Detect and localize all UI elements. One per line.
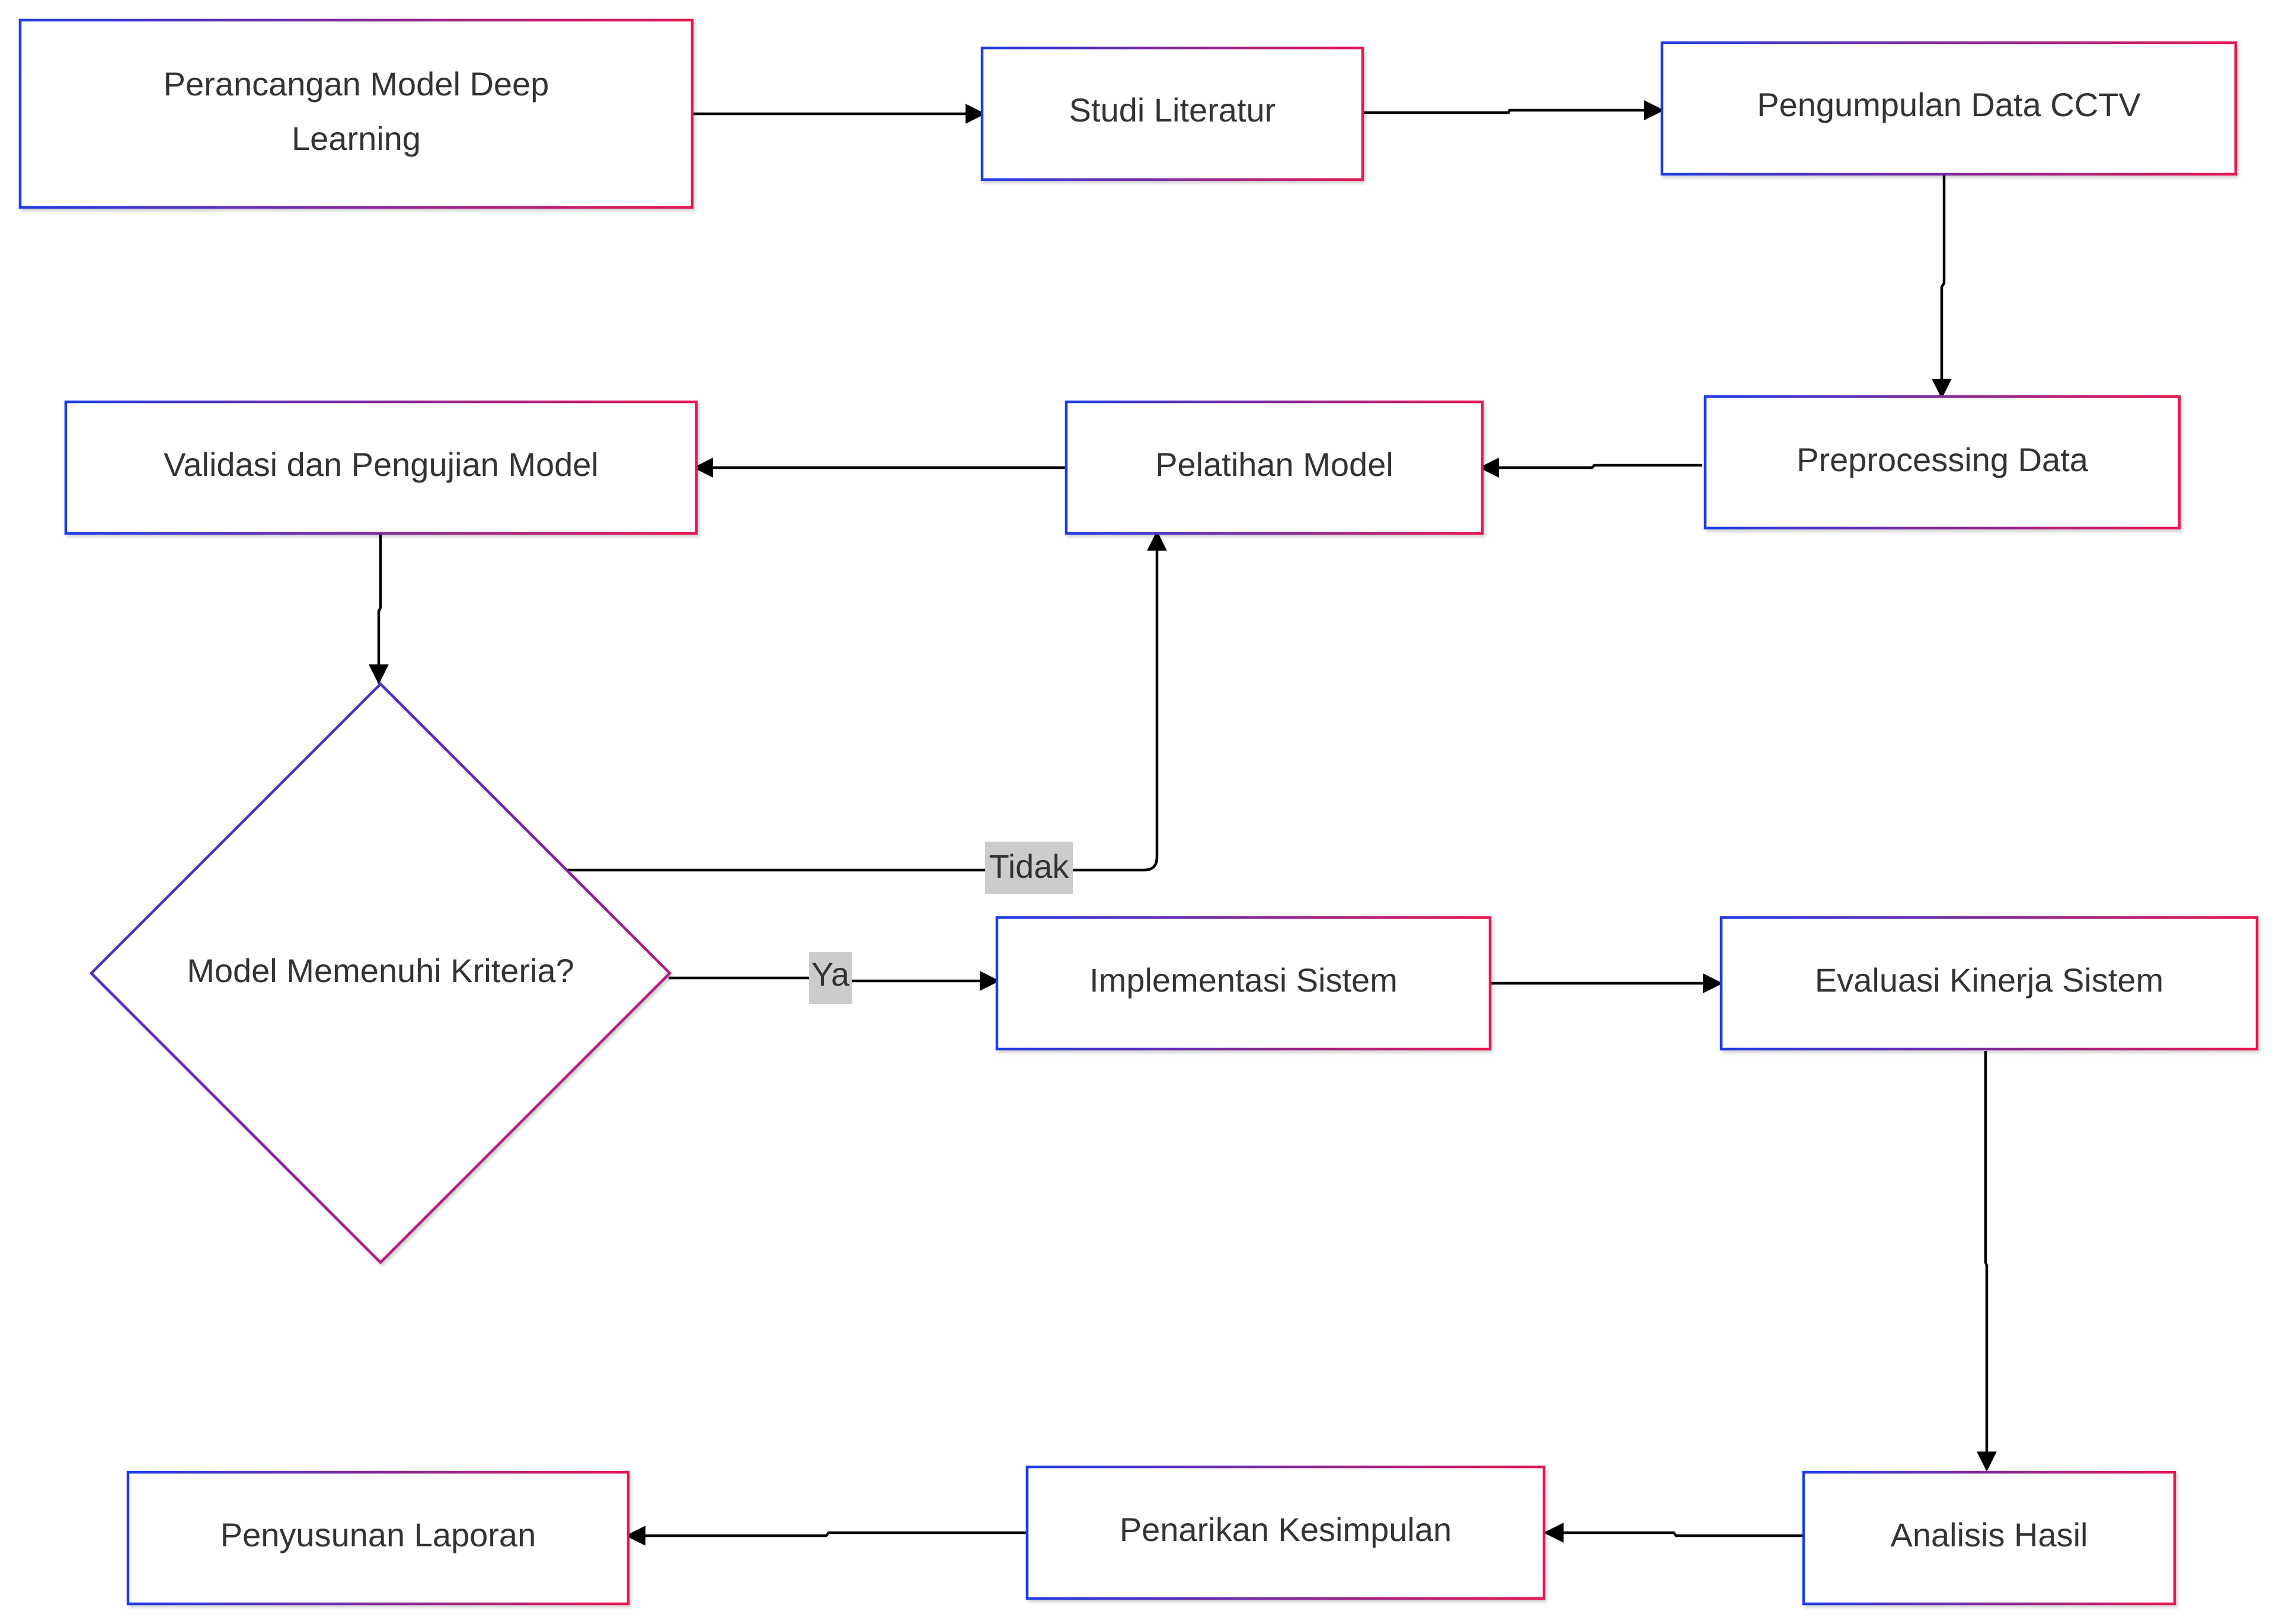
node-keputusan[interactable]: Model Memenuhi Kriteria? [89, 682, 672, 1265]
node-pelatihan[interactable]: Pelatihan Model [1065, 400, 1484, 535]
node-pelatihan-box [1065, 400, 1484, 535]
node-studi-label: Studi Literatur [1069, 91, 1276, 129]
node-preprocessing-box [1703, 395, 2181, 530]
node-penyusunan-box [126, 1470, 630, 1606]
node-perancangan-label-line1: Perancangan Model Deep [164, 65, 549, 103]
edge-keputusan-to-pelatihan [564, 530, 1167, 872]
edges [369, 100, 1997, 1546]
node-perancangan-box [18, 18, 694, 209]
edge-penarikan-to-penyusunan [625, 1526, 1027, 1546]
node-penarikan[interactable]: Penarikan Kesimpulan [1025, 1465, 1546, 1600]
node-studi-box [980, 46, 1364, 181]
node-validasi[interactable]: Validasi dan Pengujian Model [64, 400, 698, 535]
node-implementasi[interactable]: Implementasi Sistem [995, 916, 1492, 1051]
node-keputusan-label: Model Memenuhi Kriteria? [187, 952, 574, 989]
node-evaluasi[interactable]: Evaluasi Kinerja Sistem [1719, 916, 2259, 1051]
edge-label-ya: Ya [809, 952, 852, 1004]
node-penarikan-box [1025, 1465, 1546, 1600]
node-implementasi-label: Implementasi Sistem [1089, 961, 1398, 999]
edge-pengumpulan-to-preprocessing [1932, 175, 1952, 399]
node-penyusunan[interactable]: Penyusunan Laporan [126, 1470, 630, 1606]
node-pengumpulan[interactable]: Pengumpulan Data CCTV [1660, 41, 2237, 176]
node-studi[interactable]: Studi Literatur [980, 46, 1364, 181]
node-analisis-box [1802, 1470, 2176, 1606]
edge-preprocessing-to-pelatihan [1479, 458, 1702, 478]
node-keputusan-diamond [89, 682, 672, 1265]
edge-label-tidak-text: Tidak [989, 848, 1070, 885]
node-validasi-label: Validasi dan Pengujian Model [164, 446, 599, 483]
edge-label-ya-text: Ya [811, 955, 850, 993]
node-preprocessing[interactable]: Preprocessing Data [1703, 395, 2181, 530]
edge-validasi-to-keputusan [369, 535, 389, 685]
edge-analisis-to-penarikan [1543, 1523, 1804, 1543]
edge-evaluasi-to-analisis [1977, 1051, 1997, 1472]
node-perancangan-label-line2: Learning [292, 120, 421, 157]
node-perancangan[interactable]: Perancangan Model Deep Learning [18, 18, 694, 209]
node-validasi-box [64, 400, 698, 535]
edge-label-tidak-background [985, 842, 1073, 894]
node-analisis[interactable]: Analisis Hasil [1802, 1470, 2176, 1606]
node-pengumpulan-label: Pengumpulan Data CCTV [1757, 86, 2141, 123]
node-analisis-label: Analisis Hasil [1891, 1516, 2088, 1553]
edge-label-ya-background [809, 952, 852, 1004]
node-evaluasi-box [1719, 916, 2259, 1051]
node-penyusunan-label: Penyusunan Laporan [220, 1516, 536, 1553]
node-pengumpulan-box [1660, 41, 2237, 176]
edge-studi-to-pengumpulan [1363, 100, 1664, 120]
node-evaluasi-label: Evaluasi Kinerja Sistem [1815, 961, 2163, 999]
node-penarikan-label: Penarikan Kesimpulan [1120, 1511, 1452, 1548]
node-pelatihan-label: Pelatihan Model [1155, 446, 1393, 483]
node-preprocessing-label: Preprocessing Data [1796, 441, 2089, 478]
edge-label-tidak: Tidak [985, 842, 1073, 894]
node-implementasi-box [995, 916, 1492, 1051]
